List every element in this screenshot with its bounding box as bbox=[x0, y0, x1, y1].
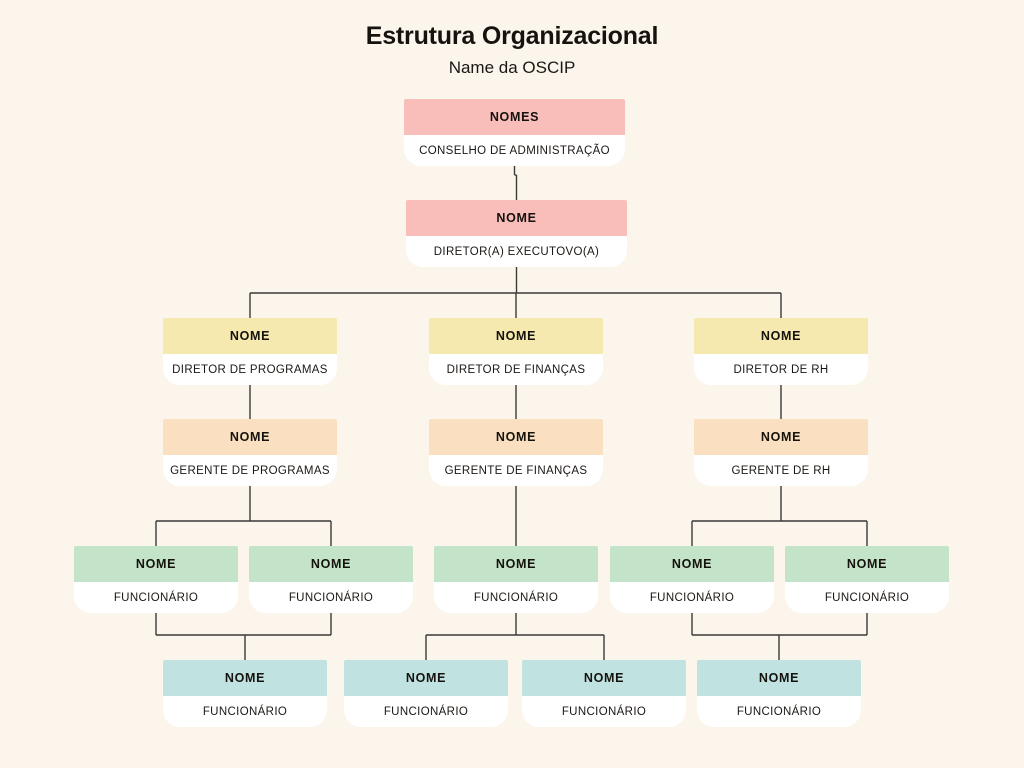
org-node-role: FUNCIONÁRIO bbox=[344, 696, 508, 727]
org-node-name: NOME bbox=[163, 660, 327, 696]
org-node-name: NOME bbox=[694, 318, 868, 354]
org-node-name: NOME bbox=[522, 660, 686, 696]
org-node-role: DIRETOR DE RH bbox=[694, 354, 868, 385]
org-node-role: FUNCIONÁRIO bbox=[522, 696, 686, 727]
org-node-name: NOME bbox=[249, 546, 413, 582]
org-node-role: CONSELHO DE ADMINISTRAÇÃO bbox=[404, 135, 625, 166]
org-node-role: FUNCIONÁRIO bbox=[697, 696, 861, 727]
org-node-name: NOME bbox=[74, 546, 238, 582]
org-node-name: NOMES bbox=[404, 99, 625, 135]
org-node-name: NOME bbox=[785, 546, 949, 582]
org-node-name: NOME bbox=[163, 419, 337, 455]
org-node-name: NOME bbox=[344, 660, 508, 696]
org-node-role: GERENTE DE RH bbox=[694, 455, 868, 486]
org-node-role: FUNCIONÁRIO bbox=[434, 582, 598, 613]
org-node-name: NOME bbox=[610, 546, 774, 582]
org-node-role: FUNCIONÁRIO bbox=[74, 582, 238, 613]
org-node-role: FUNCIONÁRIO bbox=[610, 582, 774, 613]
org-node-name: NOME bbox=[694, 419, 868, 455]
org-node-role: FUNCIONÁRIO bbox=[785, 582, 949, 613]
org-node-name: NOME bbox=[163, 318, 337, 354]
org-node-role: FUNCIONÁRIO bbox=[163, 696, 327, 727]
org-node-role: GERENTE DE FINANÇAS bbox=[429, 455, 603, 486]
page-subtitle: Name da OSCIP bbox=[448, 58, 576, 77]
page-title: Estrutura Organizacional bbox=[365, 22, 659, 50]
org-node-name: NOME bbox=[406, 200, 627, 236]
org-node-role: DIRETOR(A) EXECUTOVO(A) bbox=[406, 236, 627, 267]
org-node-role: FUNCIONÁRIO bbox=[249, 582, 413, 613]
org-node-role: DIRETOR DE PROGRAMAS bbox=[163, 354, 337, 385]
org-node-role: GERENTE DE PROGRAMAS bbox=[163, 455, 337, 486]
org-node-name: NOME bbox=[697, 660, 861, 696]
org-node-role: DIRETOR DE FINANÇAS bbox=[429, 354, 603, 385]
org-node-name: NOME bbox=[429, 318, 603, 354]
org-node-name: NOME bbox=[434, 546, 598, 582]
org-node-name: NOME bbox=[429, 419, 603, 455]
